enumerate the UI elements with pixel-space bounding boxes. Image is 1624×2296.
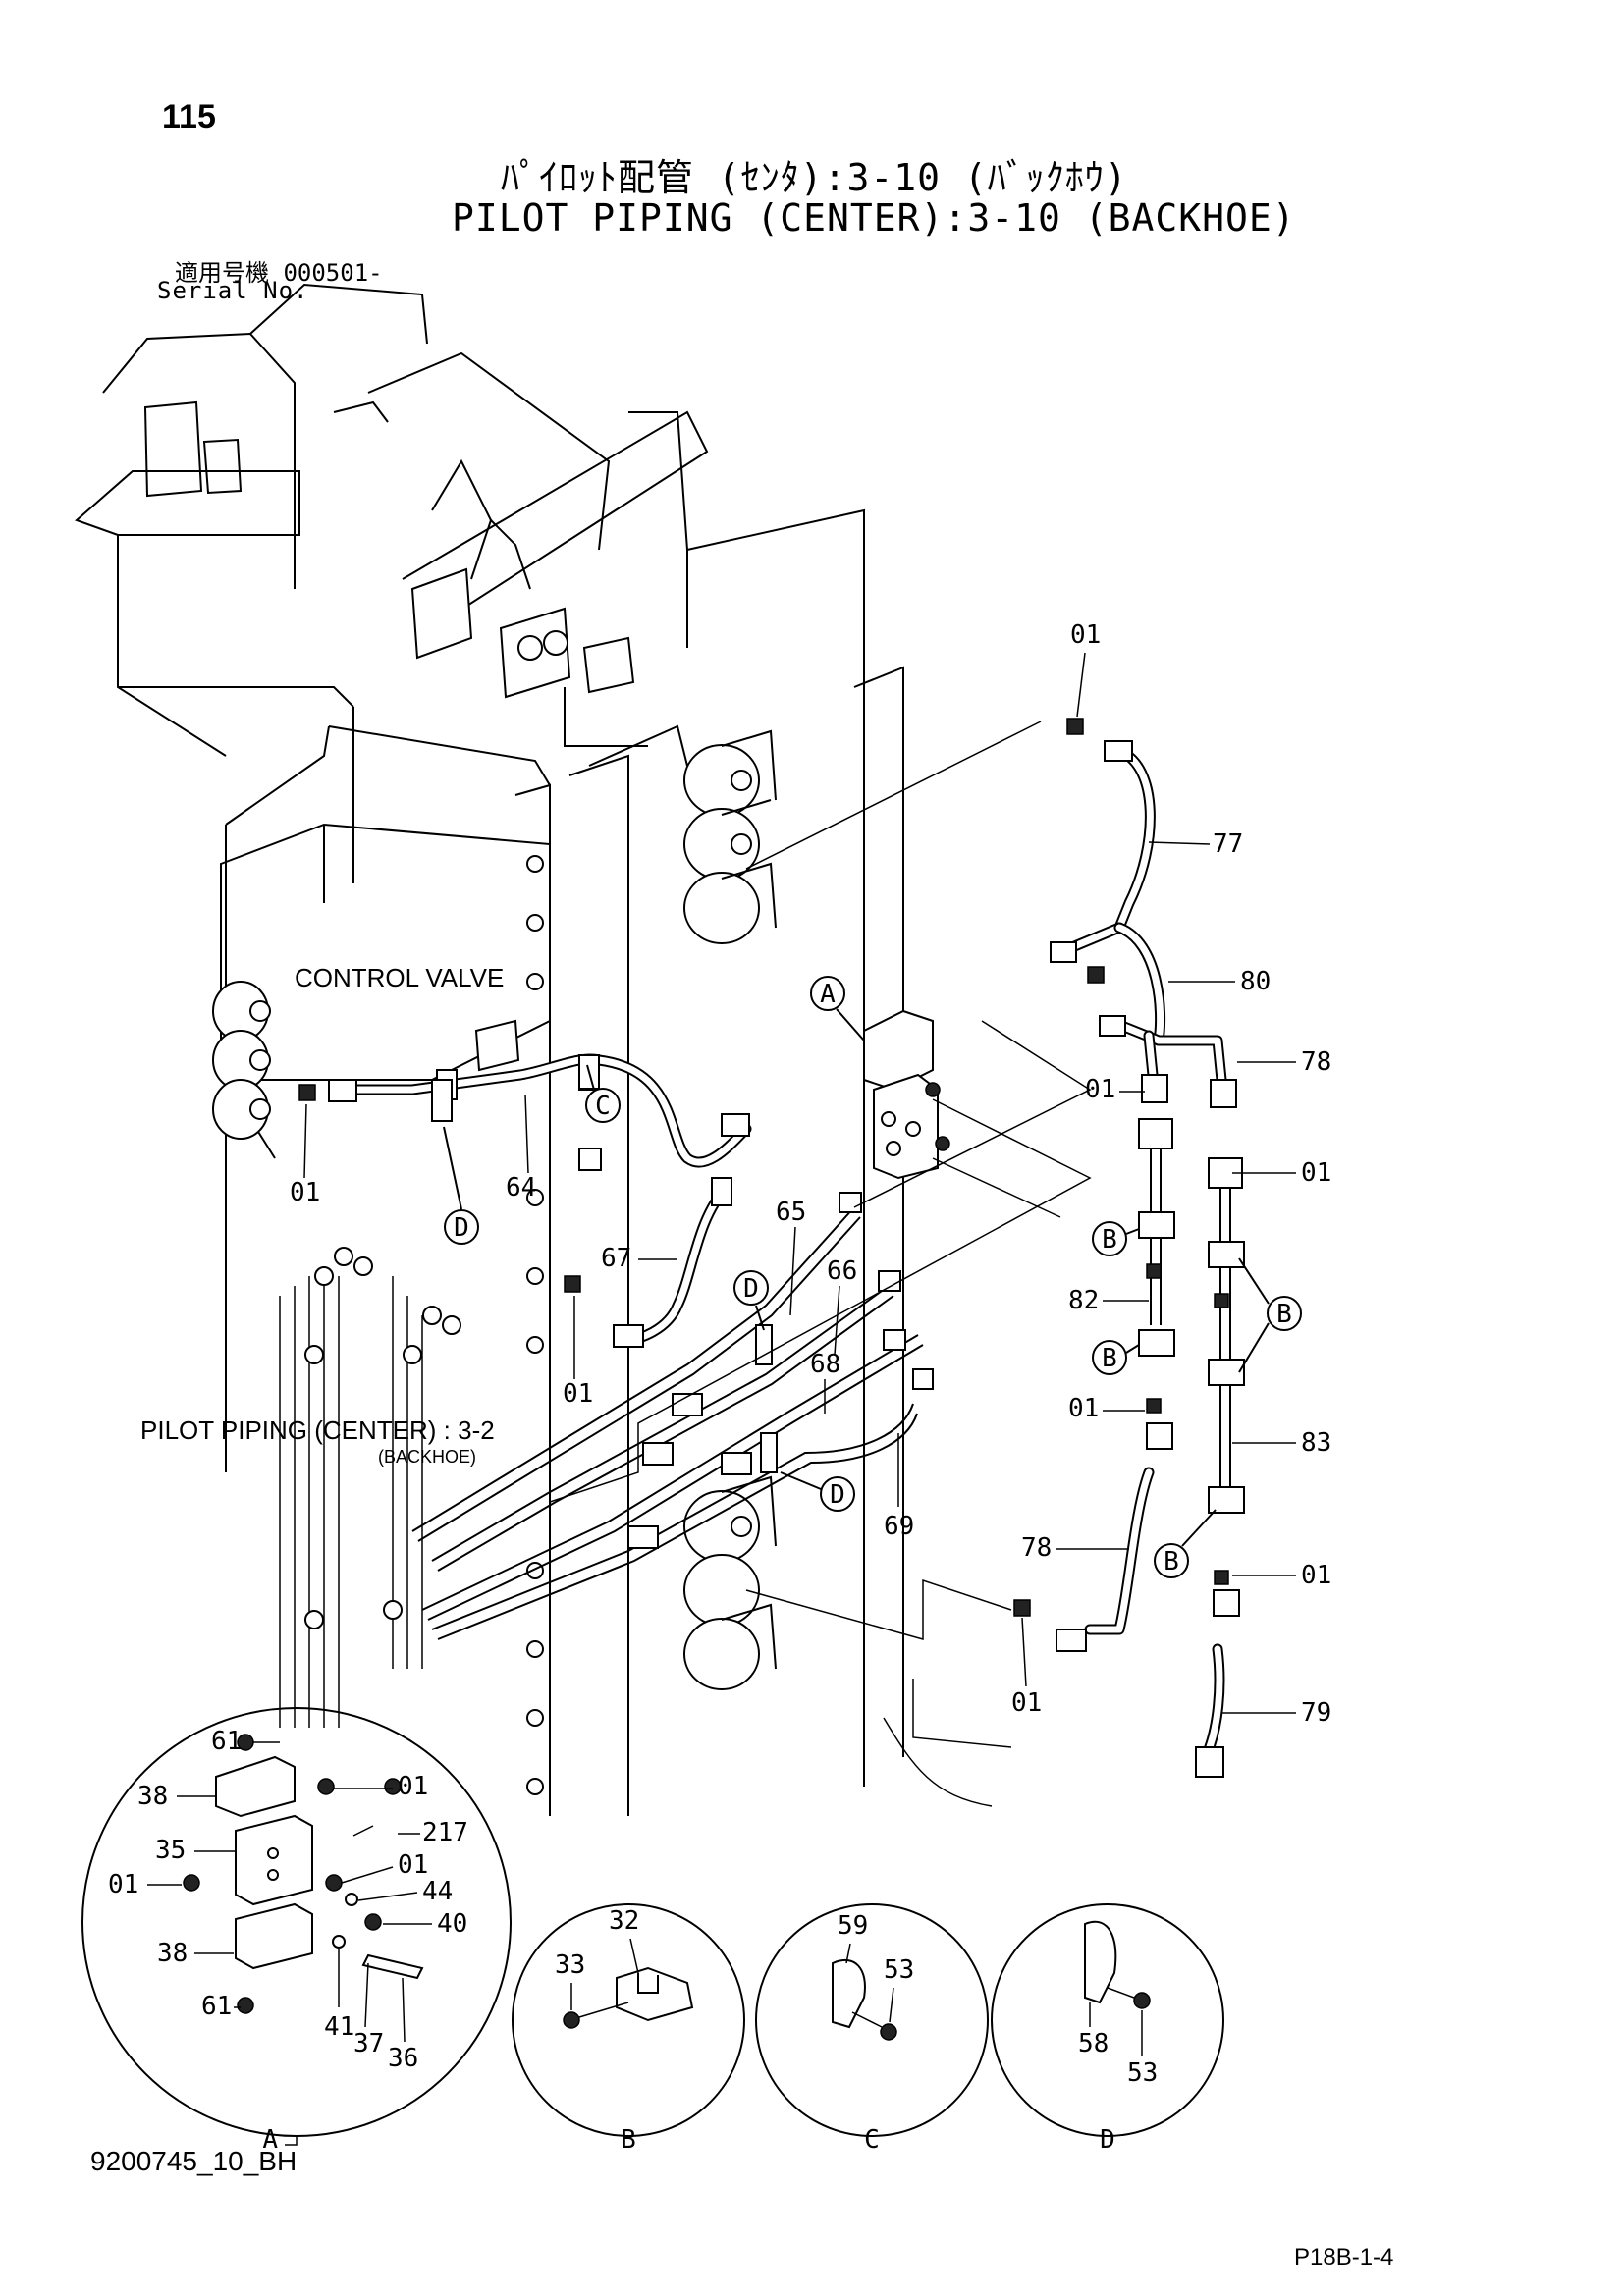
label-a-61-top: 61 <box>211 1727 242 1756</box>
label-a-37: 37 <box>353 2029 384 2058</box>
callout-b-3: B <box>1276 1300 1292 1329</box>
detail-d-label: D <box>1100 2125 1115 2155</box>
detail-c-label: C <box>864 2125 880 2155</box>
label-a-01-2: 01 <box>398 1850 428 1880</box>
label-01-g: 01 <box>290 1178 320 1207</box>
label-01-e: 01 <box>1301 1561 1331 1590</box>
callout-c: C <box>595 1092 611 1121</box>
label-83: 83 <box>1301 1428 1331 1458</box>
label-c-59: 59 <box>838 1911 868 1941</box>
detail-b-label: B <box>621 2125 636 2155</box>
label-80: 80 <box>1240 967 1271 996</box>
label-a-217: 217 <box>422 1818 468 1847</box>
label-b-33: 33 <box>555 1950 585 1980</box>
label-a-38-top: 38 <box>137 1782 168 1811</box>
label-78-a: 78 <box>1301 1047 1331 1077</box>
label-a-40: 40 <box>437 1909 467 1939</box>
label-c-53: 53 <box>884 1955 914 1985</box>
serial-label-japanese: 適用号機 000501- <box>175 259 383 287</box>
label-ref-piping-sub: (BACKHOE) <box>378 1447 476 1467</box>
callout-markers: A C D D D B B B B <box>443 976 1302 1578</box>
detail-a: 61 38 01 217 35 01 01 44 40 38 61 41 37 … <box>81 1707 512 2155</box>
reference-lines <box>549 721 1092 1807</box>
label-control-valve: CONTROL VALVE <box>295 963 504 992</box>
detail-d: 58 53 D <box>991 1903 1224 2155</box>
drawing-id: 9200745_10_BH <box>90 2146 298 2176</box>
label-68: 68 <box>810 1350 840 1379</box>
label-78-b: 78 <box>1021 1533 1052 1563</box>
machine-outline <box>75 283 904 1816</box>
label-65: 65 <box>776 1198 806 1227</box>
label-d-53: 53 <box>1127 2058 1158 2088</box>
label-79: 79 <box>1301 1698 1331 1728</box>
label-66: 66 <box>827 1256 857 1286</box>
callout-b-1: B <box>1102 1225 1117 1255</box>
pilot-valve-block <box>863 1009 950 1180</box>
label-01-d: 01 <box>1068 1394 1099 1423</box>
fittings <box>298 718 1237 1778</box>
label-64: 64 <box>506 1173 536 1202</box>
label-a-61-bottom: 61 <box>201 1992 232 2021</box>
rigid-pipes <box>411 1206 924 1640</box>
title-japanese: ﾊﾟｲﾛｯﾄ配管 (ｾﾝﾀ):3-10 (ﾊﾞｯｸﾎｳ) <box>501 156 1128 199</box>
label-01-a: 01 <box>1070 620 1101 650</box>
detail-b: 32 33 B <box>512 1903 745 2155</box>
callout-b-2: B <box>1102 1344 1117 1373</box>
label-67: 67 <box>601 1244 631 1273</box>
label-01-b: 01 <box>1085 1075 1115 1104</box>
label-69: 69 <box>884 1512 914 1541</box>
label-a-41: 41 <box>324 2012 354 2042</box>
label-a-36: 36 <box>388 2044 418 2073</box>
label-d-58: 58 <box>1078 2029 1109 2058</box>
valve-cylinders-lower <box>683 1475 777 1690</box>
label-a-38-bottom: 38 <box>157 1939 188 1968</box>
label-a-44: 44 <box>422 1877 453 1906</box>
page-number: 115 <box>162 98 216 135</box>
title-english: PILOT PIPING (CENTER):3-10 (BACKHOE) <box>452 196 1296 240</box>
callout-a-upper: A <box>820 980 836 1009</box>
callout-d-1: D <box>454 1213 469 1243</box>
part-labels-main: 01 77 80 78 01 01 82 01 83 01 78 79 01 0… <box>140 620 1331 1728</box>
valve-cylinders-upper <box>683 729 777 944</box>
label-ref-piping: PILOT PIPING (CENTER) : 3-2 <box>140 1415 495 1445</box>
sheet-code: P18B-1-4 <box>1294 2244 1394 2270</box>
label-a-35: 35 <box>155 1836 186 1865</box>
pipe-bundle-left <box>279 1247 461 1728</box>
label-01-h: 01 <box>563 1379 593 1409</box>
label-b-32: 32 <box>609 1906 639 1936</box>
detail-a-label: A <box>262 2125 278 2155</box>
label-82: 82 <box>1068 1286 1099 1315</box>
control-valve <box>212 823 551 1140</box>
pipe-assembly-right <box>1138 1118 1245 1617</box>
label-a-01-1: 01 <box>398 1772 428 1801</box>
callout-d-3: D <box>830 1480 845 1510</box>
serial-label-english: Serial No. <box>157 277 309 304</box>
label-01-f: 01 <box>1011 1688 1042 1718</box>
label-01-c: 01 <box>1301 1158 1331 1188</box>
callout-d-2: D <box>743 1274 759 1304</box>
bolt-column <box>526 855 544 1795</box>
callout-b-4: B <box>1164 1547 1179 1576</box>
detail-c: 59 53 C <box>755 1903 989 2155</box>
label-77: 77 <box>1213 829 1243 859</box>
label-a-01-3: 01 <box>108 1870 138 1899</box>
